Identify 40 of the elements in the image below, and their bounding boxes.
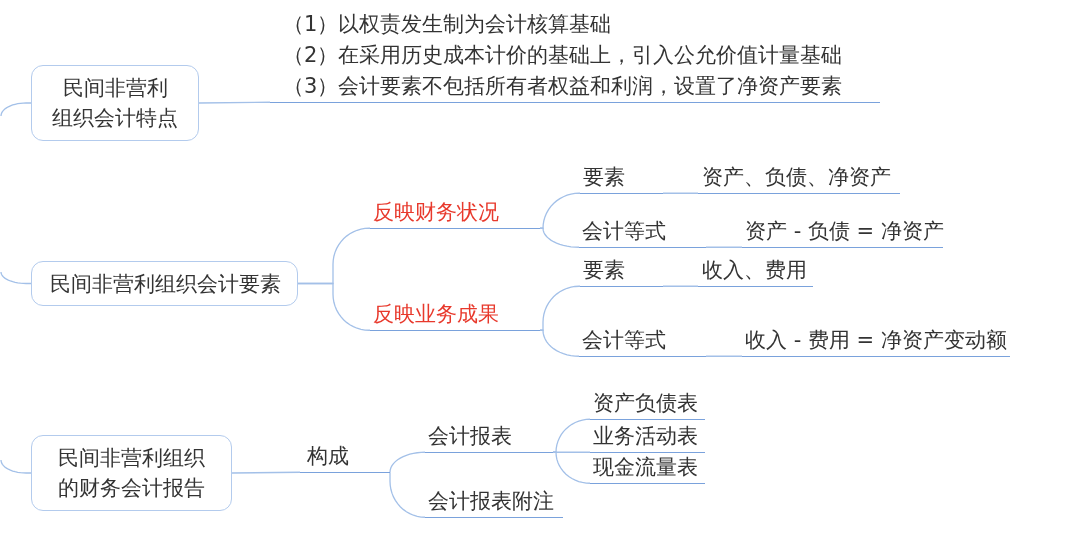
branch-topic: 资产 - 负债 = 净资产 xyxy=(742,217,943,248)
branch-topic: 会计报表 xyxy=(425,422,553,453)
note-line: （1）以权责发生制为会计核算基础 xyxy=(283,11,613,38)
connector xyxy=(297,282,371,331)
branch-topic: 会计等式 xyxy=(579,326,706,357)
connector xyxy=(539,329,580,357)
note-line: （3）会计要素不包括所有者权益和利润，设置了净资产要素 xyxy=(283,73,844,100)
note-line: （2）在采用历史成本计价的基础上，引入公允价值计量基础 xyxy=(283,42,844,69)
branch-topic: 要素 xyxy=(580,256,663,287)
branch-topic: 会计报表附注 xyxy=(425,487,563,518)
connector xyxy=(389,471,426,518)
connector xyxy=(539,285,581,331)
branch-topic: 资产、负债、净资产 xyxy=(698,163,900,194)
connector xyxy=(705,355,743,357)
branch-topic: 资产负债表 xyxy=(590,389,705,420)
connector xyxy=(552,418,591,453)
connector xyxy=(198,101,271,104)
connector xyxy=(539,192,581,229)
connector xyxy=(539,227,580,248)
connector xyxy=(662,192,699,194)
branch-topic: 收入、费用 xyxy=(698,256,813,287)
connector xyxy=(0,271,32,285)
branch-topic: 现金流量表 xyxy=(590,453,705,484)
branch-topic: 收入 - 费用 = 净资产变动额 xyxy=(742,326,1010,357)
connector xyxy=(0,459,32,474)
connector xyxy=(705,246,743,248)
connector xyxy=(0,102,32,117)
branch-topic: 业务活动表 xyxy=(590,422,705,453)
branch-topic: 构成 xyxy=(300,442,390,473)
branch-topic: 要素 xyxy=(580,163,663,194)
topic-box: 民间非营利组织会计要素 xyxy=(31,261,298,306)
connector xyxy=(389,451,426,473)
connector xyxy=(662,285,699,287)
topic-box: 民间非营利组织会计特点 xyxy=(31,65,199,141)
topic-box: 民间非营利组织的财务会计报告 xyxy=(31,435,232,511)
branch-topic: 反映业务成果 xyxy=(370,300,540,331)
branch-topic: 会计等式 xyxy=(579,217,706,248)
connector xyxy=(552,451,591,484)
branch-topic: 反映财务状况 xyxy=(370,198,540,229)
connector xyxy=(231,471,301,474)
